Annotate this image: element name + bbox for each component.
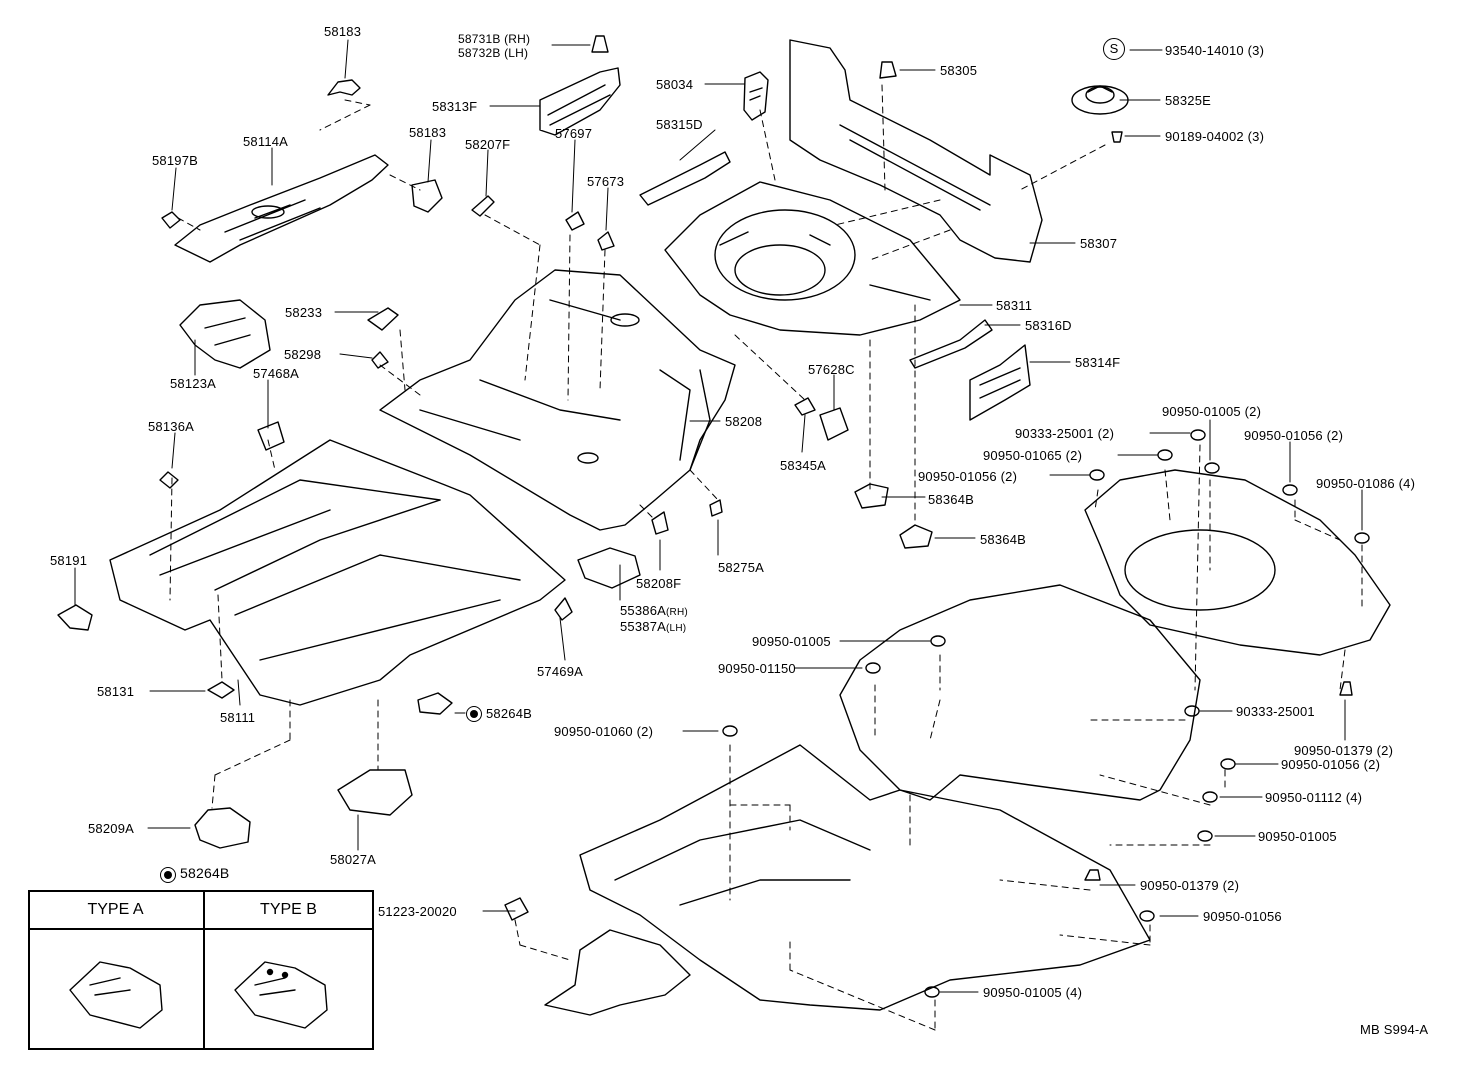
label-58275a: 58275A [718, 560, 765, 575]
label-90950-01065-2: 90950-01065 (2) [983, 448, 1083, 463]
label-58191: 58191 [50, 553, 88, 568]
type-marker-dot [466, 706, 482, 722]
figure-code: MB S994-A [1360, 1022, 1429, 1037]
label-58183-mid: 58183 [409, 125, 447, 140]
label-58307: 58307 [1080, 236, 1118, 251]
label-55386a-side: (RH) [666, 607, 688, 618]
label-58298: 58298 [284, 347, 322, 362]
label-90950-01056-2-mid: 90950-01056 (2) [918, 469, 1018, 484]
label-58305: 58305 [940, 63, 978, 78]
label-51223: 51223-20020 [378, 904, 457, 919]
label-58208: 58208 [725, 414, 763, 429]
label-90950-01005-4: 90950-01005 (4) [983, 985, 1083, 1000]
label-58311: 58311 [996, 298, 1033, 313]
label-57673: 57673 [587, 174, 625, 189]
label-57697: 57697 [555, 126, 593, 141]
label-90950-01379-2-b: 90950-01379 (2) [1140, 878, 1240, 893]
label-58731b: 58731B (RH) [458, 32, 531, 46]
part-drawings [57, 35, 1391, 1029]
s-symbol-mark: S [1103, 38, 1125, 60]
label-58183-top: 58183 [324, 24, 362, 39]
label-57469a: 57469A [537, 664, 584, 679]
label-58114a: 58114A [243, 134, 289, 149]
label-58316d: 58316D [1025, 318, 1072, 333]
label-58123a: 58123A [170, 376, 217, 391]
label-55387a-side: (LH) [666, 623, 687, 634]
label-58207f: 58207F [465, 137, 511, 152]
legend-part-number: 58264B [180, 865, 230, 881]
label-58345a: 58345A [780, 458, 827, 473]
label-58313f: 58313F [432, 99, 478, 114]
label-90950-01086-4: 90950-01086 (4) [1316, 476, 1416, 491]
legend-marker-dot [160, 867, 176, 883]
grommets [722, 429, 1370, 998]
type-legend-box: TYPE A TYPE B [28, 890, 374, 1050]
label-58208f: 58208F [636, 576, 682, 591]
label-58131: 58131 [97, 684, 135, 699]
label-90950-01112-4: 90950-01112 (4) [1265, 790, 1363, 805]
label-55386a: 55386A(RH) [620, 603, 688, 620]
legend-type-a: TYPE A [87, 901, 144, 918]
label-58034: 58034 [656, 77, 694, 92]
label-58209a: 58209A [88, 821, 135, 836]
label-58111: 58111 [220, 710, 256, 725]
legend-type-b: TYPE B [260, 901, 317, 918]
assembly-lines [169, 84, 1363, 1031]
label-90950-01056: 90950-01056 [1203, 909, 1282, 924]
label-58136a: 58136A [148, 419, 195, 434]
legend-header-row [30, 892, 372, 930]
legend-divider [203, 892, 205, 1048]
label-58233: 58233 [285, 305, 323, 320]
label-90950-01060-2: 90950-01060 (2) [554, 724, 654, 739]
label-55387a: 55387A(LH) [620, 619, 686, 636]
label-58027a: 58027A [330, 852, 377, 867]
label-93540: 93540-14010 (3) [1165, 43, 1265, 58]
label-90950-01150: 90950-01150 [718, 661, 796, 676]
label-90950-01005-2: 90950-01005 (2) [1162, 404, 1262, 419]
label-58364b-1: 58364B [928, 492, 975, 507]
label-90333-25001-2: 90333-25001 (2) [1015, 426, 1115, 441]
label-90950-01005-a: 90950-01005 [752, 634, 831, 649]
label-55386a-number: 55386A [620, 603, 667, 618]
label-58364b-2: 58364B [980, 532, 1027, 547]
label-58197b: 58197B [152, 153, 199, 168]
label-58732b: 58732B (LH) [458, 46, 529, 60]
label-58315d: 58315D [656, 117, 703, 132]
label-58264b-main: 58264B [486, 706, 533, 721]
label-55387a-number: 55387A [620, 619, 667, 634]
label-90189: 90189-04002 (3) [1165, 129, 1265, 144]
label-90333-25001: 90333-25001 [1236, 704, 1315, 719]
label-58314f: 58314F [1075, 355, 1121, 370]
leader-lines [74, 39, 1363, 993]
label-58325e: 58325E [1165, 93, 1212, 108]
label-90950-01379-2-a: 90950-01379 (2) [1294, 743, 1394, 758]
label-57468a: 57468A [253, 366, 300, 381]
label-90950-01056-2-top: 90950-01056 (2) [1244, 428, 1344, 443]
label-90950-01056-2-b: 90950-01056 (2) [1281, 757, 1381, 772]
label-57628c: 57628C [808, 362, 855, 377]
label-90950-01005-b: 90950-01005 [1258, 829, 1337, 844]
